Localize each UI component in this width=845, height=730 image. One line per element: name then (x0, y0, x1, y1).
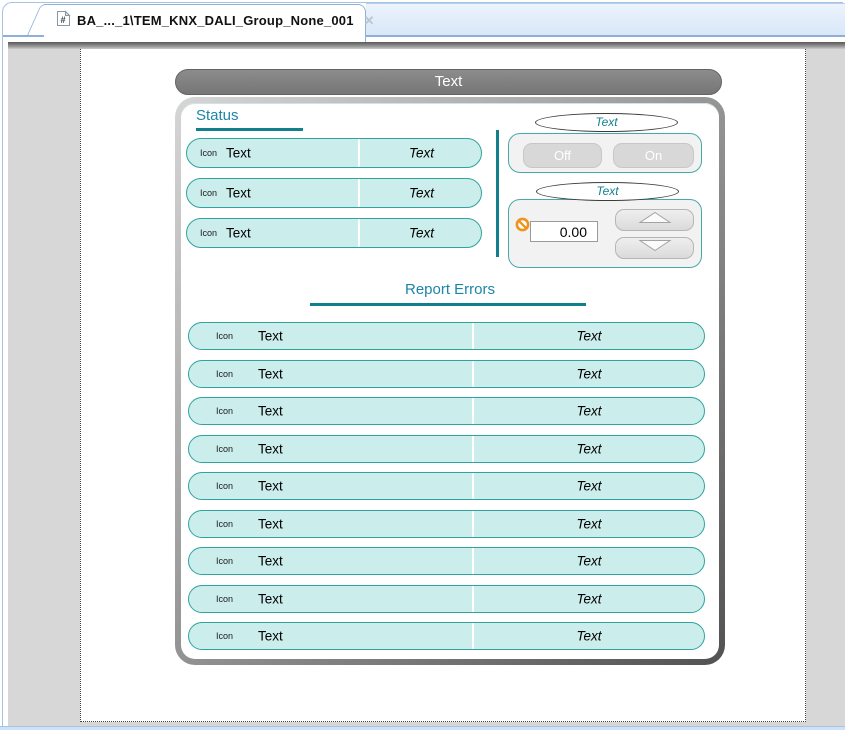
row-value: Text (576, 591, 602, 606)
row-icon-placeholder: Icon (200, 148, 218, 158)
row-value: Text (576, 478, 602, 494)
value-input[interactable] (530, 221, 598, 242)
switch-group-header: Text (535, 113, 678, 132)
report-row[interactable]: Icon Text Text (188, 472, 705, 500)
row-icon-placeholder: Icon (216, 481, 234, 491)
row-label: Text (258, 591, 283, 606)
row-label: Text (258, 328, 283, 344)
row-label: Text (226, 225, 251, 241)
row-divider (472, 585, 474, 612)
document-tab[interactable]: # BA_..._1\TEM_KNX_DALI_Group_None_001 ✕ (44, 4, 375, 42)
report-row[interactable]: Icon Text Text (188, 622, 705, 650)
down-arrow-icon (637, 239, 672, 257)
report-errors-heading: Report Errors (404, 281, 496, 298)
graphic-panel: Status Icon Text Text Icon Text Text (175, 97, 725, 665)
row-label: Text (258, 441, 283, 456)
row-label: Text (258, 516, 283, 531)
status-heading-underline (196, 128, 303, 131)
row-icon-placeholder: Icon (216, 593, 234, 604)
spinner-group (508, 199, 702, 268)
row-value: Text (576, 366, 602, 381)
row-value: Text (408, 185, 435, 201)
report-row[interactable]: Icon Text Text (188, 397, 705, 425)
tab-title: BA_..._1\TEM_KNX_DALI_Group_None_001 (77, 13, 354, 28)
row-label: Text (226, 185, 251, 201)
row-divider (472, 473, 474, 499)
row-divider (358, 179, 360, 207)
off-button[interactable]: Off (523, 143, 602, 168)
spinner-group-header: Text (536, 182, 679, 201)
row-label: Text (226, 145, 251, 161)
row-divider (472, 398, 474, 424)
status-heading: Status (196, 107, 239, 124)
row-icon-placeholder: Icon (216, 406, 234, 416)
hash-document-icon: # (56, 9, 71, 32)
switch-group: Off On (508, 133, 702, 173)
report-row[interactable]: Icon Text Text (188, 584, 705, 613)
up-arrow-icon (637, 211, 672, 229)
no-entry-icon (515, 217, 530, 232)
tab-strip (366, 3, 845, 36)
row-label: Text (258, 628, 283, 644)
status-row[interactable]: Icon Text Text (186, 138, 482, 168)
status-row[interactable]: Icon Text Text (186, 218, 482, 248)
status-row[interactable]: Icon Text Text (186, 178, 482, 208)
status-controls-divider (496, 130, 499, 257)
on-button[interactable]: On (613, 143, 694, 168)
increment-button[interactable] (615, 209, 694, 231)
row-divider (472, 323, 474, 349)
report-row[interactable]: Icon Text Text (188, 547, 705, 575)
row-divider (472, 435, 474, 462)
row-divider (358, 139, 360, 167)
row-divider (472, 510, 474, 537)
report-row[interactable]: Icon Text Text (188, 359, 705, 388)
row-value: Text (576, 403, 602, 419)
row-icon-placeholder: Icon (216, 556, 234, 566)
row-label: Text (258, 553, 283, 569)
window-bottom-frame (0, 726, 845, 730)
row-icon-placeholder: Icon (200, 188, 218, 198)
row-value: Text (576, 328, 602, 344)
report-row[interactable]: Icon Text Text (188, 434, 705, 463)
row-value: Text (576, 628, 602, 644)
row-divider (472, 548, 474, 574)
report-row[interactable]: Icon Text Text (188, 509, 705, 538)
svg-text:#: # (60, 15, 65, 25)
row-icon-placeholder: Icon (200, 228, 218, 238)
row-icon-placeholder: Icon (216, 443, 234, 454)
row-label: Text (258, 366, 283, 381)
row-divider (472, 623, 474, 649)
row-icon-placeholder: Icon (216, 368, 234, 379)
tab-close-icon[interactable]: ✕ (363, 13, 375, 28)
report-errors-underline (310, 303, 586, 306)
row-value: Text (576, 553, 602, 569)
report-row[interactable]: Icon Text Text (188, 322, 705, 350)
row-divider (358, 219, 360, 247)
row-value: Text (576, 516, 602, 531)
row-icon-placeholder: Icon (216, 518, 234, 529)
row-value: Text (408, 225, 435, 241)
decrement-button[interactable] (615, 237, 694, 259)
graphic-panel-inner: Status Icon Text Text Icon Text Text (181, 103, 719, 659)
row-icon-placeholder: Icon (216, 331, 234, 341)
canvas-top-bar (8, 42, 845, 49)
tab-strip-bottom-line (3, 35, 845, 37)
row-value: Text (408, 145, 435, 161)
row-icon-placeholder: Icon (216, 631, 234, 641)
row-value: Text (576, 441, 602, 456)
row-label: Text (258, 478, 283, 494)
graphic-title-bar: Text (175, 69, 722, 95)
row-label: Text (258, 403, 283, 419)
row-divider (472, 360, 474, 387)
